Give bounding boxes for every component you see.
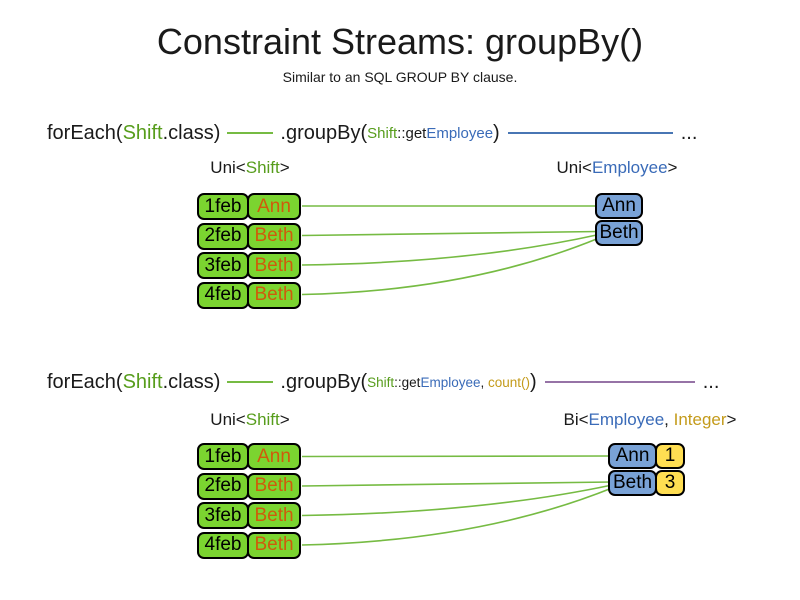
heading-close: > — [279, 410, 290, 429]
table-row: 4feb Beth — [197, 531, 301, 559]
link2-2feb-beth — [301, 481, 613, 487]
code-line-groupby: forEach(Shift.class) .groupBy(Shift::get… — [47, 118, 697, 148]
heading-close: > — [726, 410, 737, 429]
table-row: 2feb Beth — [197, 222, 301, 250]
employee-box: Beth — [595, 220, 643, 246]
date-cell: 4feb — [197, 531, 249, 559]
slide-title: Constraint Streams: groupBy() — [156, 21, 644, 62]
result-type-heading: Bi<Employee, Integer> — [564, 410, 737, 430]
groupby-arg-class: Shift — [367, 124, 398, 142]
employee-cell: Beth — [247, 502, 301, 529]
link-3feb-beth — [301, 233, 600, 266]
employee-box: Ann — [608, 443, 657, 469]
heading-close: > — [667, 158, 678, 177]
slide-subtitle: Similar to an SQL GROUP BY clause. — [282, 69, 518, 85]
table-row: 4feb Beth — [197, 281, 301, 309]
source-type-heading: Uni<Shift> — [210, 158, 289, 178]
employee-box: Beth — [608, 470, 657, 496]
stream-connector-line — [227, 381, 274, 383]
link2-3feb-beth — [301, 484, 613, 517]
shift-table: 1feb Ann 2feb Beth 3feb Beth 4feb Beth — [197, 193, 301, 311]
employee-cell: Beth — [247, 252, 301, 279]
groupby-arg-type: Employee — [426, 124, 494, 142]
result-row: Ann — [595, 193, 643, 219]
heading-open: Bi< — [563, 410, 589, 429]
result-row: Ann 1 — [608, 443, 685, 469]
date-cell: 1feb — [197, 443, 249, 470]
groupby-arg-accessor: ::get — [394, 374, 421, 390]
employee-cell: Beth — [247, 222, 301, 250]
employee-cell: Ann — [247, 193, 301, 220]
employee-cell: Beth — [247, 281, 301, 309]
heading-type1: Employee — [588, 410, 665, 429]
heading-type: Employee — [591, 158, 668, 177]
groupby-close: ) — [493, 121, 500, 144]
groupby-arg-accessor: ::get — [397, 124, 427, 142]
heading-open: Uni< — [210, 158, 246, 177]
groupby-arg-type: Employee — [420, 374, 481, 390]
count-box: 3 — [655, 470, 685, 496]
employee-cell: Ann — [247, 443, 301, 470]
employee-cell: Beth — [247, 531, 301, 559]
link2-4feb-beth — [301, 487, 613, 546]
heading-type: Shift — [245, 158, 280, 177]
table-row: 1feb Ann — [197, 193, 301, 220]
table-row: 2feb Beth — [197, 472, 301, 500]
table-row: 3feb Beth — [197, 252, 301, 279]
employee-result-list: Ann Beth — [595, 193, 643, 247]
date-cell: 2feb — [197, 472, 249, 500]
result-type-heading: Uni<Employee> — [557, 158, 678, 178]
foreach-close: .class) — [162, 121, 221, 144]
employee-cell: Beth — [247, 472, 301, 500]
link2-1feb-ann — [301, 455, 613, 458]
foreach-class-arg: Shift — [122, 370, 163, 393]
ellipsis: ... — [702, 370, 720, 393]
source-type-heading: Uni<Shift> — [210, 410, 289, 430]
date-cell: 2feb — [197, 222, 249, 250]
groupby-close: ) — [530, 370, 537, 393]
result-connector-line — [507, 132, 673, 134]
link-4feb-beth — [301, 237, 600, 296]
heading-close: > — [279, 158, 290, 177]
groupby-arg-class: Shift — [367, 374, 395, 390]
groupby-arg-separator: , — [480, 374, 488, 390]
date-cell: 3feb — [197, 502, 249, 529]
shift-table: 1feb Ann 2feb Beth 3feb Beth 4feb Beth — [197, 443, 301, 561]
employee-count-result-list: Ann 1 Beth 3 — [608, 443, 685, 497]
result-row: Beth 3 — [608, 470, 685, 496]
employee-box: Ann — [595, 193, 643, 219]
stream-connector-line — [227, 132, 274, 134]
foreach-class-arg: Shift — [122, 121, 163, 144]
result-connector-line — [544, 381, 695, 383]
result-row: Beth — [595, 220, 643, 246]
date-cell: 4feb — [197, 281, 249, 309]
groupby-open: .groupBy( — [280, 370, 368, 393]
heading-open: Uni< — [210, 410, 246, 429]
count-box: 1 — [655, 443, 685, 469]
table-row: 3feb Beth — [197, 502, 301, 529]
code-line-groupby-count: forEach(Shift.class) .groupBy(Shift::get… — [47, 367, 719, 397]
groupby-arg-aggregator: count() — [488, 374, 531, 390]
foreach-open: forEach( — [47, 121, 123, 144]
foreach-close: .class) — [162, 370, 221, 393]
foreach-open: forEach( — [47, 370, 123, 393]
heading-open: Uni< — [556, 158, 592, 177]
date-cell: 3feb — [197, 252, 249, 279]
heading-type2: Integer — [673, 410, 727, 429]
table-row: 1feb Ann — [197, 443, 301, 470]
link-2feb-beth — [301, 230, 600, 237]
heading-separator: , — [664, 410, 674, 429]
groupby-open: .groupBy( — [280, 121, 368, 144]
date-cell: 1feb — [197, 193, 249, 220]
heading-type: Shift — [245, 410, 280, 429]
ellipsis: ... — [680, 121, 698, 144]
